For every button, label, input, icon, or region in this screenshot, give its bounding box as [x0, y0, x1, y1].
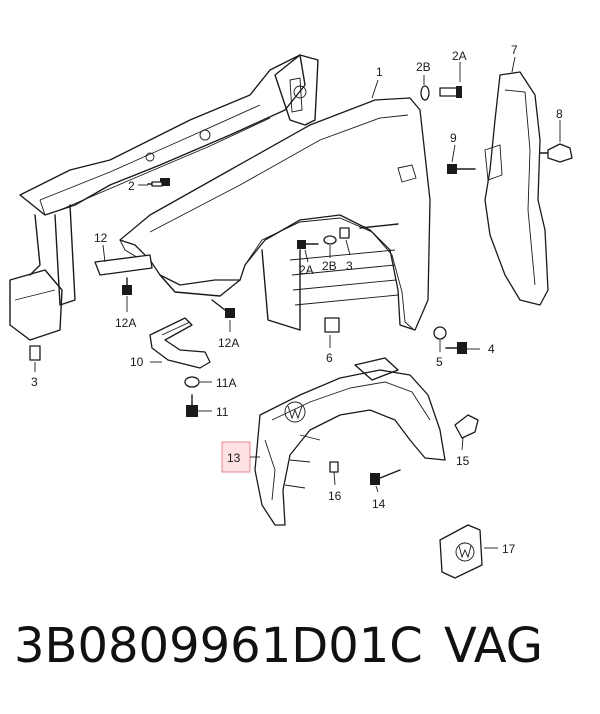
fender — [119, 97, 431, 331]
screw-2a-top — [439, 86, 462, 98]
bolt-11 — [186, 394, 198, 417]
callout-5: 5 — [436, 355, 443, 369]
caption: 3B0809961D01C VAG — [0, 618, 600, 698]
callout-11a: 11A — [216, 376, 236, 390]
washer-2b-mid — [323, 235, 337, 245]
callout-17: 17 — [502, 542, 516, 556]
vw-logo-liner — [284, 401, 306, 423]
callout-3-left: 3 — [31, 375, 38, 389]
washer-2b-top — [420, 85, 430, 101]
callout-2: 2 — [128, 179, 135, 193]
callout-2b-mid: 2B — [322, 259, 337, 273]
screw-12a-left — [122, 277, 132, 295]
callout-1: 1 — [376, 65, 383, 79]
body-frame — [9, 54, 319, 341]
rivet-16 — [329, 461, 339, 473]
callout-6: 6 — [326, 351, 333, 365]
screw-9 — [447, 164, 476, 174]
callout-2b-top: 2B — [416, 60, 431, 74]
callout-16: 16 — [328, 489, 342, 503]
callout-15: 15 — [456, 454, 470, 468]
clip-3-left — [29, 345, 41, 361]
trim-strip — [484, 71, 549, 306]
bracket-10 — [149, 317, 211, 369]
inner-panel — [261, 223, 399, 331]
fasteners — [29, 85, 573, 579]
washer-11a — [184, 376, 200, 388]
screw-14 — [370, 469, 401, 485]
highlight-box-13 — [221, 441, 251, 473]
callout-13: 13 — [227, 451, 241, 465]
callout-3-mid: 3 — [346, 259, 353, 273]
screw-2 — [147, 178, 170, 187]
callout-12a-mid: 12A — [218, 336, 239, 350]
bracket-12 — [94, 254, 153, 276]
parts-diagram: 1 2 2B 2A 2A 2B 3 3 4 5 6 7 8 9 10 11A 1… — [9, 43, 573, 579]
callout-12: 12 — [94, 231, 108, 245]
callout-11: 11 — [216, 405, 229, 419]
callout-4: 4 — [488, 342, 495, 356]
callout-2a-top: 2A — [452, 49, 467, 63]
clip-6 — [324, 317, 340, 333]
screw-12a-mid — [211, 299, 235, 318]
washer-5 — [433, 326, 447, 340]
brand-name: VAG — [444, 618, 543, 674]
rivet-8 — [539, 143, 573, 163]
callouts: 1 2 2B 2A 2A 2B 3 3 4 5 6 7 8 9 10 11A 1… — [31, 43, 563, 556]
wheel-liner — [254, 357, 446, 526]
callout-10: 10 — [130, 355, 144, 369]
callout-8: 8 — [556, 107, 563, 121]
screw-2a-mid — [297, 240, 319, 249]
part-number: 3B0809961D01C — [14, 618, 423, 674]
pad-17 — [439, 524, 483, 579]
clip-3-mid — [339, 227, 350, 239]
callout-12a-left: 12A — [115, 316, 136, 330]
screw-4 — [445, 342, 467, 354]
callout-7: 7 — [511, 43, 518, 57]
callout-14: 14 — [372, 497, 386, 511]
callout-9: 9 — [450, 131, 457, 145]
clip-15 — [454, 414, 479, 439]
callout-2a-mid: 2A — [299, 263, 314, 277]
leader-lines — [34, 56, 561, 549]
